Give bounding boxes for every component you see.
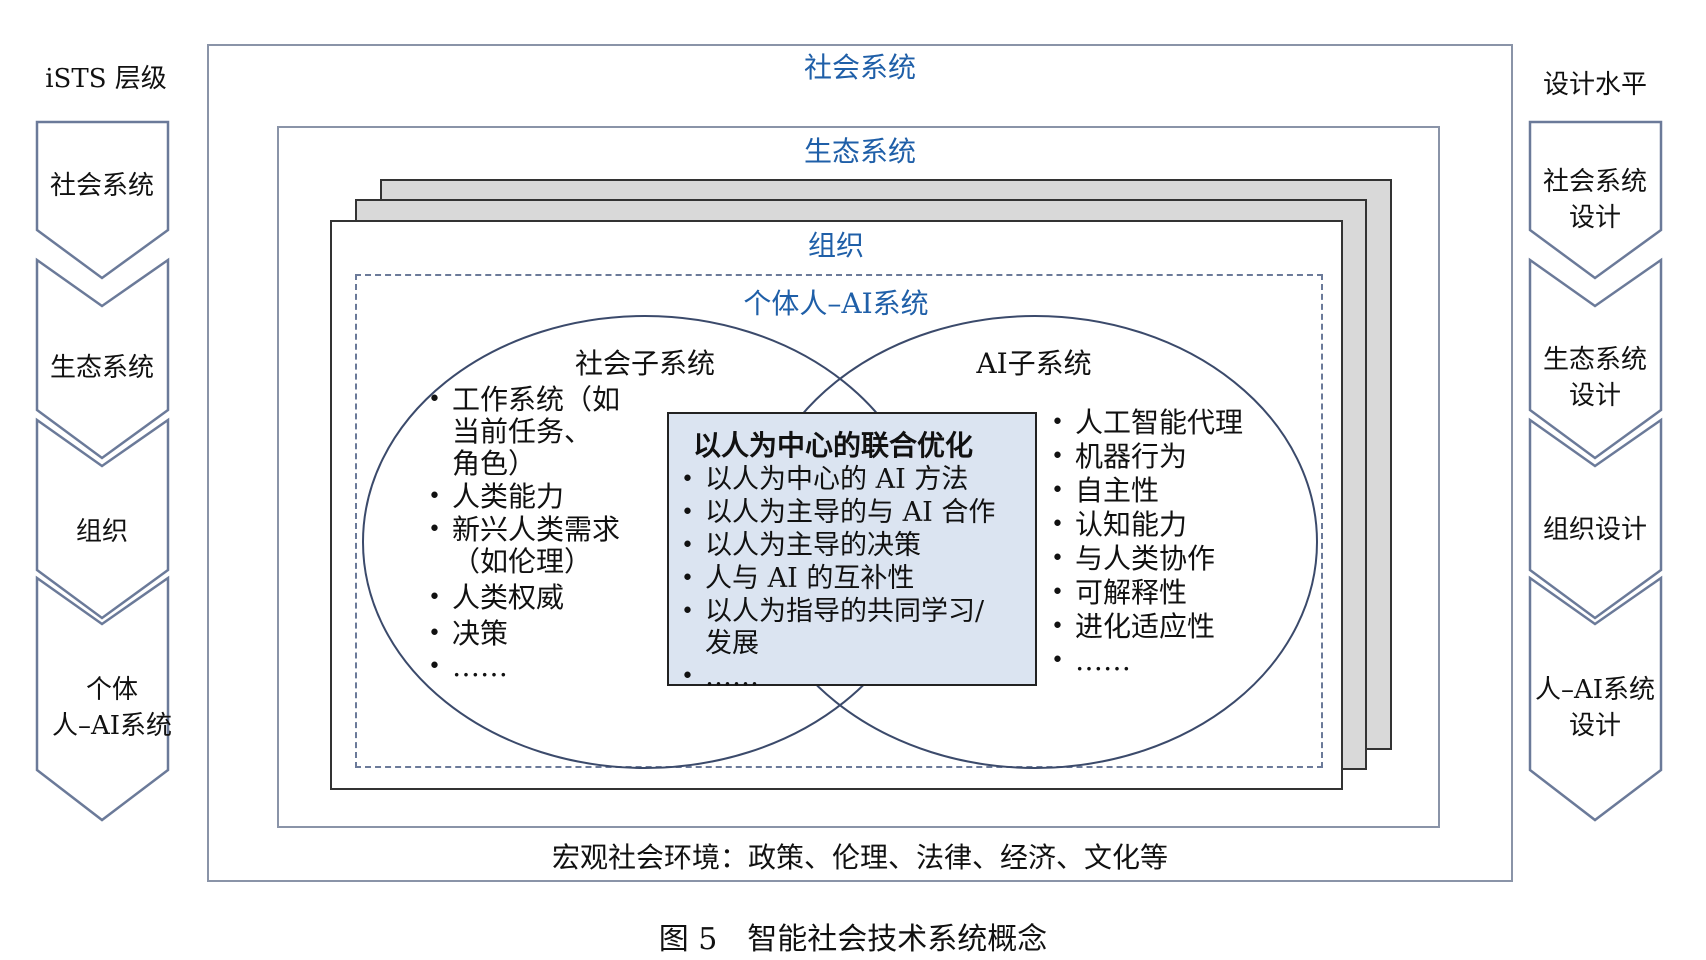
center-item-5: 以人为指导的共同学习/ 发展 [681, 596, 1031, 660]
social-item-3: 新兴人类需求 （如伦理） [428, 514, 668, 578]
figure-caption: 图 5 智能社会技术系统概念 [658, 922, 1048, 957]
ai-item-4: 认知能力 [1051, 508, 1291, 541]
ai-item-2: 机器行为 [1051, 440, 1291, 473]
right-chevron-3 [1528, 417, 1663, 620]
ai-item-8: …… [1051, 644, 1291, 677]
social-item-1: 工作系统（如 当前任务、 角色） [428, 384, 668, 480]
right-chevron-1 [1528, 120, 1663, 280]
ai-item-3: 自主性 [1051, 474, 1291, 507]
left-level-3: 组织 [75, 517, 128, 547]
social-subsystem-title: 社会子系统 [574, 347, 715, 380]
joint-optimization-title: 以人为中心的联合优化 [693, 429, 974, 462]
society-frame [207, 44, 1513, 882]
left-column-title: iSTS 层级 [45, 64, 167, 94]
center-item-1: 以人为中心的 AI 方法 [681, 464, 1031, 496]
center-item-3: 以人为主导的决策 [681, 530, 1031, 562]
ecosystem-title: 生态系统 [803, 135, 916, 168]
social-item-6: …… [428, 651, 668, 684]
left-level-4: 个体 人–AI系统 [51, 675, 173, 741]
individual-frame [355, 274, 1323, 768]
right-column-title: 设计水平 [1542, 70, 1647, 100]
ai-item-6: 可解释性 [1051, 576, 1291, 609]
center-item-4: 人与 AI 的互补性 [681, 563, 1031, 595]
joint-optimization-box: 以人为中心的联合优化 以人为中心的 AI 方法 以人为主导的与 AI 合作 以人… [667, 412, 1037, 693]
macro-environment-label: 宏观社会环境：政策、伦理、法律、经济、文化等 [551, 841, 1168, 874]
social-item-4: 人类权威 [428, 582, 668, 615]
ai-subsystem-title: AI子系统 [976, 347, 1092, 380]
social-item-2: 人类能力 [428, 481, 668, 514]
left-chevron-4 [35, 575, 170, 822]
right-level-1: 社会系统 设计 [1542, 167, 1647, 233]
social-subsystem-list: 工作系统（如 当前任务、 角色） 人类能力 新兴人类需求 （如伦理） 人类权威 … [428, 384, 668, 684]
ai-item-1: 人工智能代理 [1051, 406, 1291, 439]
ai-item-5: 与人类协作 [1051, 542, 1291, 575]
left-chevron-2 [35, 257, 170, 460]
organization-title: 组织 [807, 229, 864, 262]
left-level-2: 生态系统 [49, 353, 154, 383]
individual-title: 个体人–AI系统 [743, 287, 929, 320]
left-chevron-3 [35, 417, 170, 620]
right-level-4: 人–AI系统 设计 [1534, 675, 1656, 741]
right-level-3: 组织设计 [1542, 515, 1647, 545]
right-chevron-2 [1528, 257, 1663, 460]
right-chevron-4 [1528, 575, 1663, 822]
joint-optimization-list: 以人为中心的 AI 方法 以人为主导的与 AI 合作 以人为主导的决策 人与 A… [681, 464, 1031, 694]
society-title: 社会系统 [803, 51, 916, 84]
right-level-2: 生态系统 设计 [1542, 345, 1647, 411]
left-level-1: 社会系统 [49, 171, 154, 201]
social-item-5: 决策 [428, 618, 668, 651]
center-item-6: …… [681, 661, 1031, 693]
ai-subsystem-list: 人工智能代理 机器行为 自主性 认知能力 与人类协作 可解释性 进化适应性 …… [1051, 406, 1291, 678]
ai-item-7: 进化适应性 [1051, 610, 1291, 643]
center-item-2: 以人为主导的与 AI 合作 [681, 497, 1031, 529]
left-chevron-1 [35, 120, 170, 280]
ecosystem-frame [277, 126, 1440, 828]
